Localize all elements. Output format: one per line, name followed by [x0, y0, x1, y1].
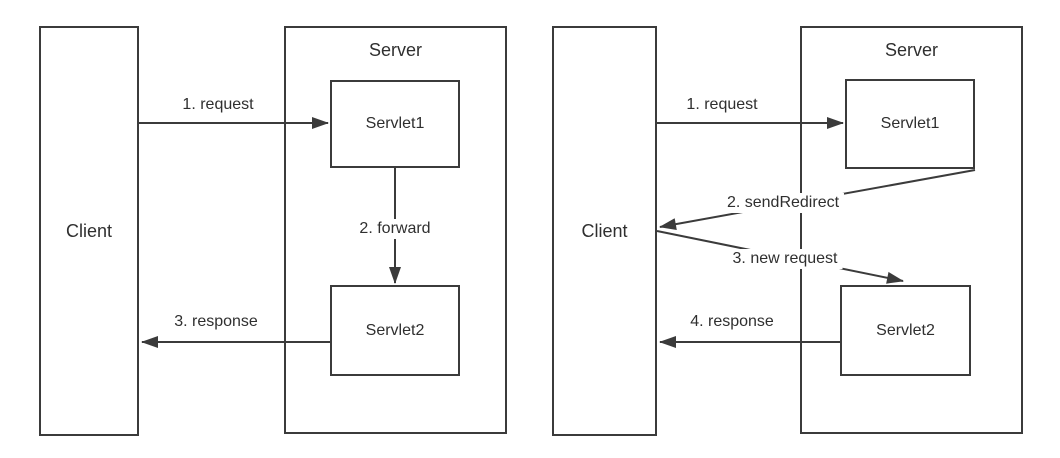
- redirect-servlet1-box: Servlet1: [845, 79, 975, 169]
- redirect-client-box: Client: [552, 26, 657, 436]
- forward-client-label: Client: [65, 220, 113, 241]
- forward-servlet1-label: Servlet1: [365, 115, 425, 132]
- redirect-sendredirect-label: 2. sendRedirect: [721, 193, 845, 213]
- redirect-response-label: 4. response: [685, 312, 779, 332]
- forward-servlet1-box: Servlet1: [330, 80, 460, 168]
- redirect-client-label: Client: [581, 220, 628, 241]
- forward-servlet2-box: Servlet2: [330, 285, 460, 376]
- forward-request-label: 1. request: [177, 95, 259, 115]
- redirect-server-label: Server: [884, 40, 938, 60]
- forward-server-label: Server: [368, 40, 422, 60]
- redirect-newrequest-label: 3. new request: [727, 249, 843, 269]
- forward-client-box: Client: [39, 26, 139, 436]
- redirect-servlet1-label: Servlet1: [880, 115, 940, 132]
- forward-server-box: Server: [284, 26, 507, 434]
- forward-response-label: 3. response: [169, 312, 263, 332]
- forward-servlet2-label: Servlet2: [365, 321, 425, 339]
- forward-forward-label: 2. forward: [354, 219, 436, 239]
- redirect-servlet2-label: Servlet2: [876, 321, 935, 339]
- redirect-request-label: 1. request: [681, 95, 763, 115]
- redirect-servlet2-box: Servlet2: [840, 285, 971, 376]
- redirect-server-box: Server: [800, 26, 1023, 434]
